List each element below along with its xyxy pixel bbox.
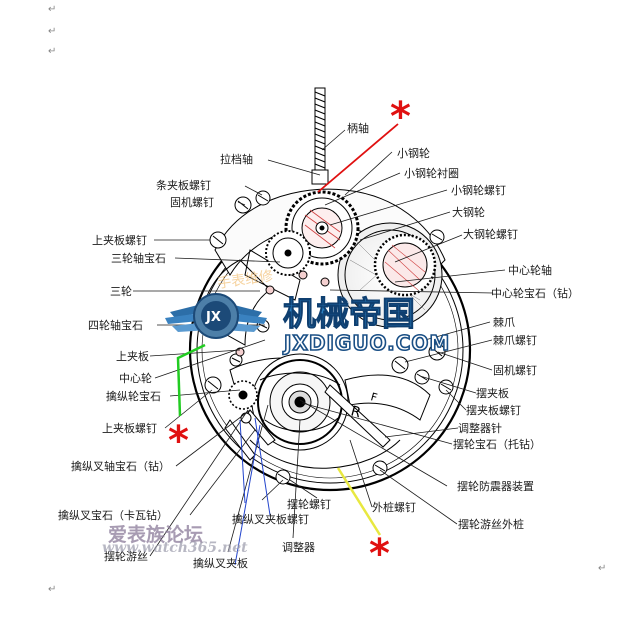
screw — [209, 231, 227, 249]
winding-stem — [311, 87, 329, 185]
paragraph-mark: ↵ — [48, 26, 57, 37]
screw — [275, 469, 291, 485]
label-upper-plate-screw-2: 上夹板螺钉 — [102, 422, 157, 435]
svg-text:F: F — [369, 390, 378, 404]
balance-wheel — [251, 353, 349, 451]
label-ratchet-screw: 大钢轮螺钉 — [463, 228, 518, 241]
label-upper-plate: 上夹板 — [116, 350, 149, 363]
label-stud-screw: 外桩螺钉 — [372, 501, 416, 514]
label-hairspring-stud: 摆轮游丝外桩 — [458, 518, 524, 531]
label-click: 棘爪 — [493, 316, 515, 329]
label-balance-cock: 摆夹板 — [476, 387, 509, 400]
red-star-bottom: * — [369, 531, 390, 577]
screw — [429, 229, 445, 245]
label-regulator: 调整器 — [282, 541, 315, 554]
label-crown-wheel: 小钢轮 — [397, 147, 430, 160]
label-case-screw-top: 固机螺钉 — [170, 196, 214, 209]
screw — [438, 379, 454, 395]
label-pallet-arbor-jewel: 擒纵叉轴宝石（钻） — [71, 460, 170, 473]
label-crown-wheel-screw: 小钢轮螺钉 — [451, 184, 506, 197]
label-crown-wheel-washer: 小钢轮衬圈 — [404, 167, 459, 180]
logo-emblem: JX — [165, 293, 267, 339]
screw — [372, 460, 388, 476]
red-star-left: * — [168, 418, 189, 464]
jewels — [235, 270, 330, 357]
third-wheel — [265, 230, 311, 276]
label-escape-wheel-jewel: 擒纵轮宝石 — [106, 390, 161, 403]
paragraph-mark: ↵ — [48, 46, 57, 57]
logo-subtitle: JXDIGUO.COM — [282, 331, 450, 355]
label-ratchet-wheel: 大钢轮 — [452, 206, 485, 219]
paragraph-mark: ↵ — [48, 4, 57, 15]
label-balance-screw: 摆轮螺钉 — [287, 498, 331, 511]
label-center-wheel: 中心轮 — [119, 372, 152, 385]
logo-badge-text: JX — [205, 310, 221, 325]
label-pallet-jewel: 擒纵叉宝石（卡瓦钻） — [58, 509, 168, 522]
svg-text:*: * — [390, 94, 411, 140]
green-leader — [176, 343, 206, 417]
label-regulator-pin: 调整器针 — [458, 422, 502, 435]
label-shock-protection: 摆轮防震器装置 — [457, 480, 534, 493]
label-pallet-bridge-screw: 擒纵叉夹板螺钉 — [232, 513, 309, 526]
paragraph-mark: ↵ — [48, 584, 57, 595]
screw — [234, 196, 252, 214]
label-bar-plate-screw: 条夹板螺钉 — [156, 179, 211, 192]
ratchet-wheel — [373, 233, 437, 297]
label-balance-jewel: 摆轮宝石（托钻） — [453, 438, 541, 451]
screw — [391, 356, 409, 374]
red-star-top: * — [390, 94, 411, 140]
label-third-wheel-jewel: 三轮轴宝石 — [111, 252, 166, 265]
label-pallet-bridge: 擒纵叉夹板 — [193, 557, 248, 570]
label-case-screw-right: 固机螺钉 — [493, 364, 537, 377]
watermark-url: www.watch365.net — [102, 540, 248, 556]
screw — [229, 353, 243, 367]
label-stem: 柄轴 — [347, 122, 369, 135]
svg-text:*: * — [369, 531, 390, 577]
screws — [204, 190, 454, 485]
label-center-wheel-jewel: 中心轮宝石（钻） — [491, 287, 579, 300]
label-balance-cock-screw: 摆夹板螺钉 — [466, 404, 521, 417]
yellow-leader — [336, 467, 382, 536]
label-setting-lever: 拉档轴 — [220, 153, 253, 166]
screw — [255, 190, 271, 206]
label-hairspring: 摆轮游丝 — [104, 550, 148, 563]
svg-text:*: * — [168, 418, 189, 464]
leader-lines — [133, 129, 506, 557]
label-center-wheel-arbor: 中心轮轴 — [508, 264, 552, 277]
screw — [204, 376, 222, 394]
label-click-screw: 棘爪螺钉 — [493, 334, 537, 347]
label-fourth-wheel-jewel: 四轮轴宝石 — [88, 319, 143, 332]
blue-leaders — [234, 417, 271, 566]
stamp-watermark: 手表维修 — [216, 268, 274, 292]
label-third-wheel: 三轮 — [110, 285, 132, 298]
red-leader — [317, 123, 399, 193]
logo-title: 机械帝国 — [283, 294, 415, 333]
paragraph-mark: ↵ — [598, 563, 607, 574]
watermark-forum: 爱表族论坛 — [108, 524, 204, 546]
label-upper-plate-screw: 上夹板螺钉 — [92, 234, 147, 247]
